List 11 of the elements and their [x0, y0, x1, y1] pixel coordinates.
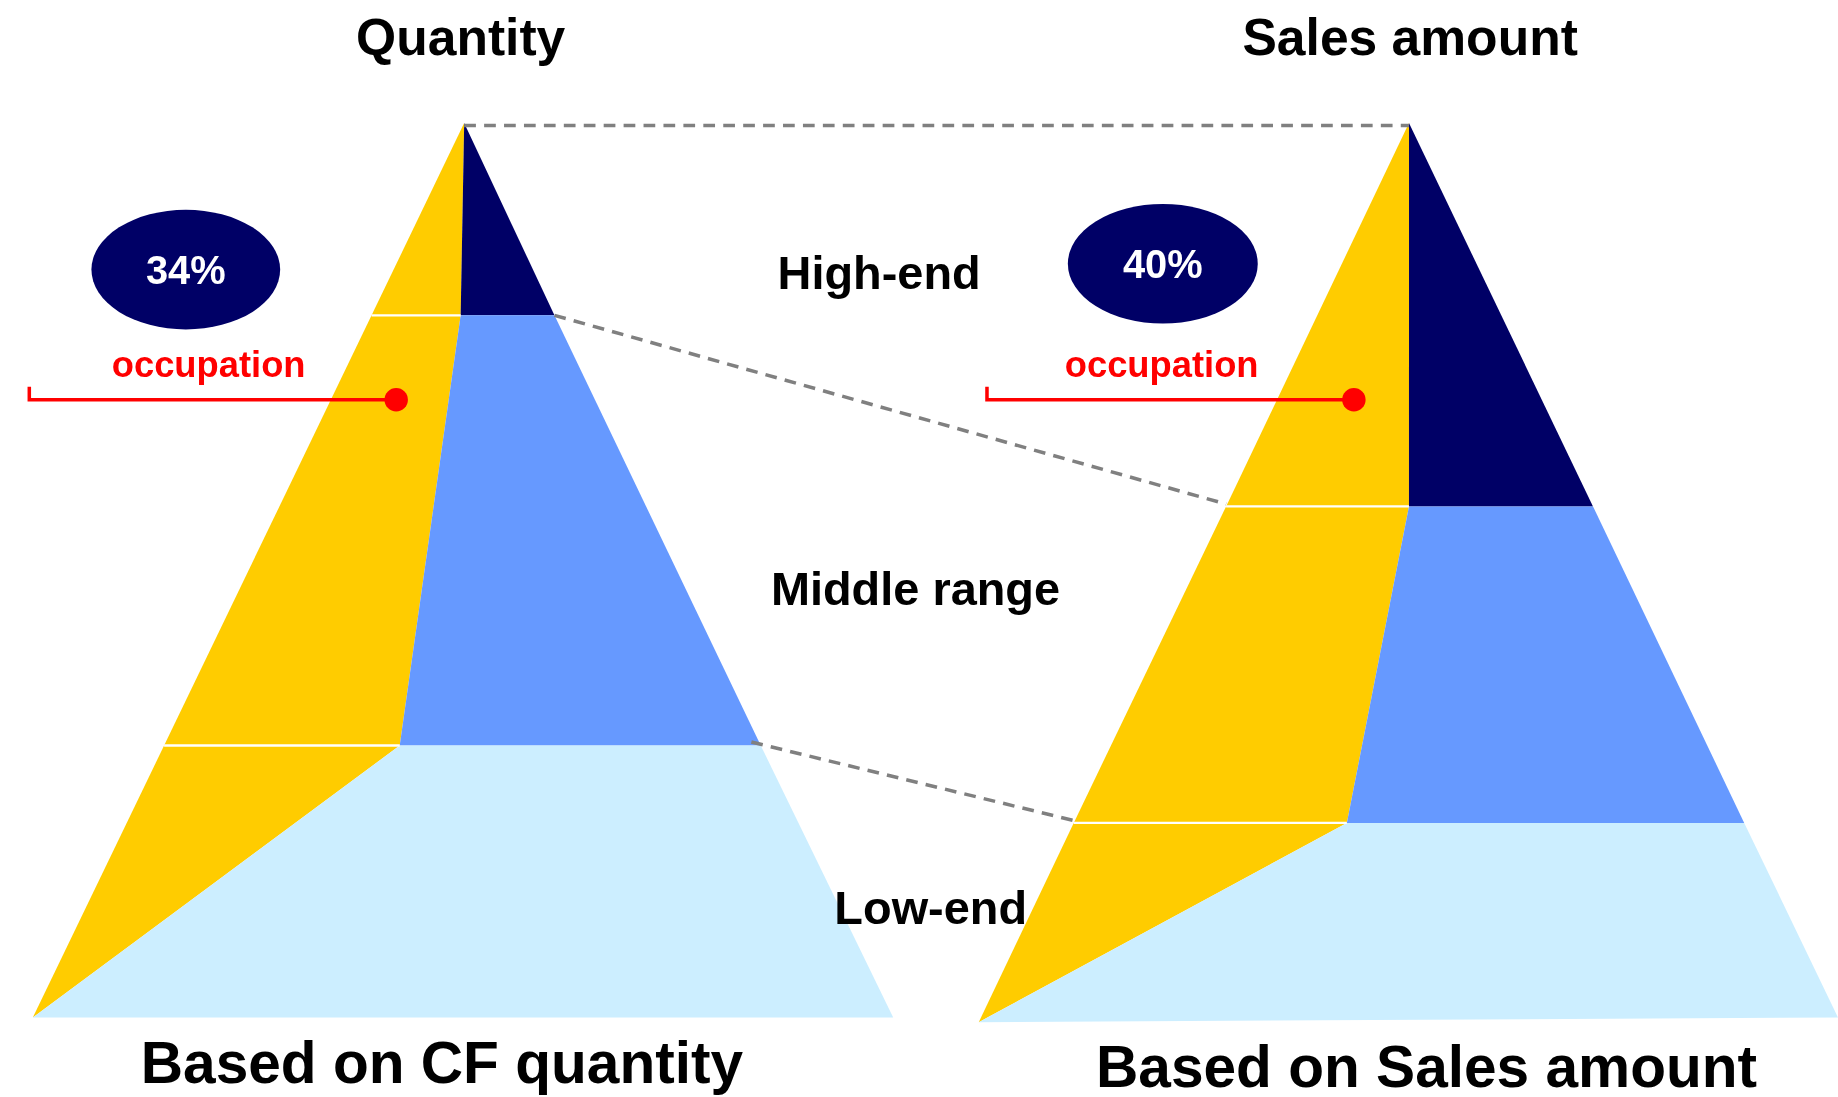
callout-text: occupation [111, 344, 306, 387]
callout-text: occupation [1064, 344, 1259, 387]
percentage-ellipse: 40% [1067, 203, 1258, 324]
caption: Based on Sales amount [1095, 1032, 1758, 1097]
heading: Sales amount [1242, 8, 1578, 67]
heading: Quantity [356, 8, 566, 67]
tier-label: Middle range [770, 563, 1061, 616]
percentage-ellipse: 34% [91, 209, 281, 330]
caption: Based on CF quantity [140, 1029, 744, 1097]
tier-label: High-end [777, 246, 981, 300]
tier-label: Low-end [834, 882, 1028, 935]
